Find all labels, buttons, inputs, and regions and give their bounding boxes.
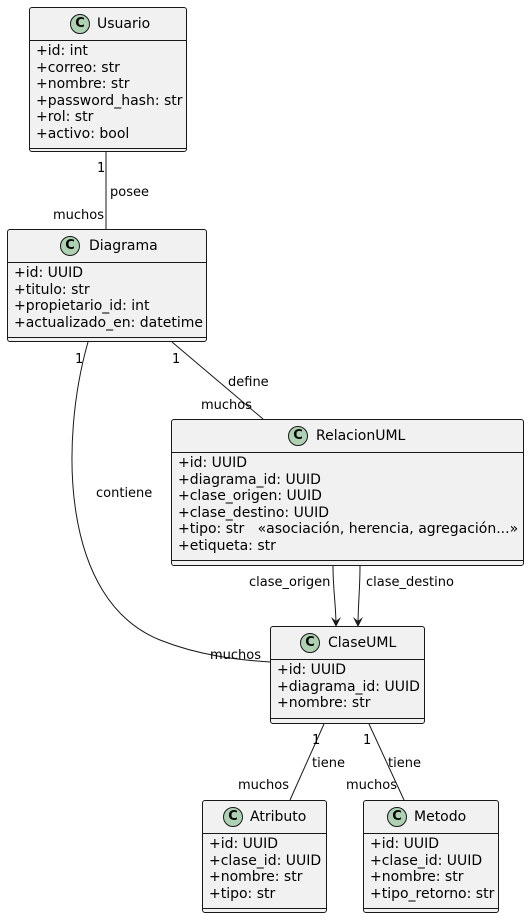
attribute: +clase_destino: UUID — [178, 504, 329, 521]
class-diagrama[interactable]: C Diagrama +id: UUID +titulo: str +propi… — [7, 229, 207, 342]
class-atributo[interactable]: C Atributo +id: UUID +clase_id: UUID +no… — [202, 800, 327, 913]
attribute: +id: UUID — [277, 662, 347, 678]
diagrama-relacion-label: define — [228, 375, 269, 390]
class-header: C ClaseUML — [271, 627, 424, 660]
attribute: +nombre: str — [209, 869, 303, 885]
attribute-list: +id: UUID +clase_id: UUID +nombre: str +… — [203, 834, 326, 909]
attribute: +diagrama_id: UUID — [277, 678, 420, 695]
diagrama-clase-label: contiene — [96, 486, 152, 501]
attribute: +id: UUID — [14, 265, 84, 281]
class-header: C Atributo — [203, 801, 326, 834]
attribute-list: +id: int +correo: str +nombre: str +pass… — [30, 41, 186, 149]
class-header: C Usuario — [30, 8, 186, 41]
attribute: +clase_id: UUID — [209, 852, 322, 869]
class-name: ClaseUML — [328, 635, 397, 651]
clase-atributo-to-mult: muchos — [238, 778, 289, 793]
class-claseuml[interactable]: C ClaseUML +id: UUID +diagrama_id: UUID … — [270, 626, 425, 724]
class-header: C RelacionUML — [172, 420, 523, 453]
class-icon: C — [387, 807, 407, 827]
diagrama-relacion-to-mult: muchos — [201, 398, 252, 413]
class-name: Diagrama — [89, 238, 158, 254]
class-usuario[interactable]: C Usuario +id: int +correo: str +nombre:… — [29, 7, 187, 152]
attribute: +id: int — [36, 43, 88, 59]
class-relacionuml[interactable]: C RelacionUML +id: UUID +diagrama_id: UU… — [171, 419, 524, 566]
class-name: RelacionUML — [316, 428, 406, 444]
attribute: +activo: bool — [36, 125, 130, 142]
method-list — [364, 909, 498, 917]
diagrama-clase-from-mult: 1 — [75, 352, 83, 367]
class-icon: C — [70, 14, 90, 34]
attribute: +id: UUID — [209, 836, 279, 852]
class-name: Metodo — [414, 809, 467, 825]
class-icon: C — [60, 236, 80, 256]
diagrama-clase-to-mult: muchos — [210, 648, 261, 663]
attribute-list: +id: UUID +titulo: str +propietario_id: … — [8, 263, 206, 338]
attribute-list: +id: UUID +diagrama_id: UUID +nombre: st… — [271, 660, 424, 719]
edge-relacion-clase-origen — [330, 565, 341, 627]
attribute: +propietario_id: int — [14, 298, 150, 314]
attribute: +password_hash: str — [36, 92, 183, 109]
attribute: +diagrama_id: UUID — [178, 471, 321, 488]
attribute-list: +id: UUID +clase_id: UUID +nombre: str +… — [364, 834, 498, 909]
class-metodo[interactable]: C Metodo +id: UUID +clase_id: UUID +nomb… — [363, 800, 499, 913]
attribute: +tipo_retorno: str — [370, 885, 495, 902]
class-icon: C — [223, 807, 243, 827]
clase-atributo-from-mult: 1 — [312, 733, 320, 748]
attribute: +id: UUID — [370, 836, 440, 852]
edge-clase-metodo — [368, 723, 405, 801]
clase-metodo-label: tiene — [388, 756, 421, 771]
attribute: +nombre: str — [36, 76, 130, 92]
attribute: +tipo: str — [209, 885, 276, 902]
attribute-list: +id: UUID +diagrama_id: UUID +clase_orig… — [172, 453, 523, 561]
class-header: C Diagrama — [8, 230, 206, 263]
attribute: +rol: str — [36, 109, 94, 125]
attribute: +nombre: str — [277, 695, 371, 711]
relacion-clase-origen-label: clase_origen — [249, 575, 330, 590]
method-list — [172, 561, 523, 569]
attribute: +etiqueta: str — [178, 537, 276, 554]
class-name: Usuario — [97, 16, 151, 32]
clase-metodo-from-mult: 1 — [363, 733, 371, 748]
clase-metodo-to-mult: muchos — [346, 778, 397, 793]
method-list — [271, 719, 424, 727]
attribute: +clase_id: UUID — [370, 852, 483, 869]
attribute: +nombre: str — [370, 869, 464, 885]
usuario-diagrama-from-mult: 1 — [97, 161, 105, 176]
method-list — [8, 338, 206, 346]
edge-clase-atributo — [289, 723, 325, 801]
class-icon: C — [288, 426, 308, 446]
relacion-clase-destino-label: clase_destino — [366, 575, 454, 590]
diagrama-relacion-from-mult: 1 — [172, 352, 180, 367]
edge-diagrama-relacion — [171, 341, 264, 420]
class-header: C Metodo — [364, 801, 498, 834]
class-icon: C — [300, 633, 320, 653]
attribute: +correo: str — [36, 59, 120, 76]
attribute: +id: UUID — [178, 455, 248, 471]
attribute: +tipo: str «asociación, herencia, agrega… — [178, 521, 519, 537]
edge-diagrama-clase — [71, 341, 271, 663]
method-list — [203, 909, 326, 917]
clase-atributo-label: tiene — [312, 756, 345, 771]
class-name: Atributo — [250, 809, 307, 825]
attribute: +actualizado_en: datetime — [14, 314, 203, 331]
method-list — [30, 149, 186, 157]
attribute: +titulo: str — [14, 281, 90, 298]
usuario-diagrama-label: posee — [110, 185, 149, 200]
usuario-diagrama-to-mult: muchos — [53, 208, 104, 223]
edge-relacion-clase-destino — [353, 565, 364, 627]
attribute: +clase_origen: UUID — [178, 488, 322, 504]
